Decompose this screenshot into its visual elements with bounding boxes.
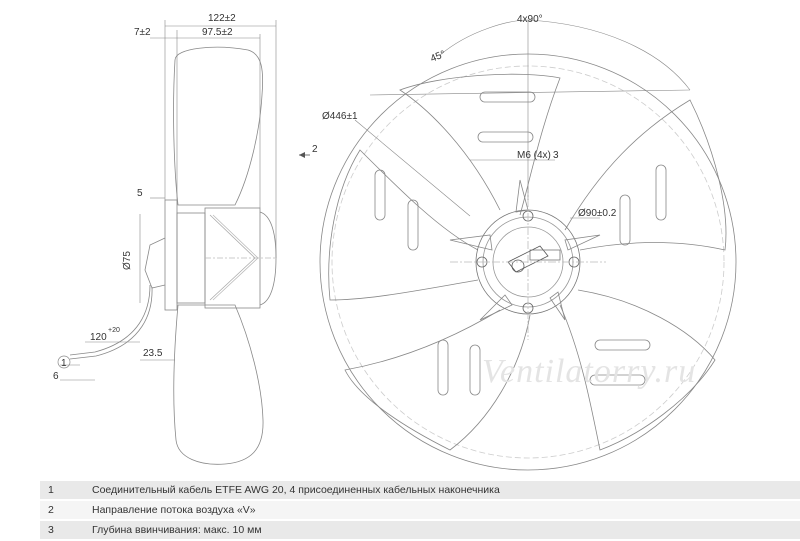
side-view — [60, 20, 277, 465]
dim-overall-depth: 122±2 — [208, 13, 236, 24]
ref-thread: 3 — [553, 150, 559, 161]
side-blade-lower — [173, 304, 264, 465]
dim-hub-diameter: Ø90±0.2 — [578, 208, 617, 219]
watermark: Ventilatorry.ru — [482, 353, 696, 390]
legend-text: Соединительный кабель ETFE AWG 20, 4 при… — [92, 484, 500, 496]
ref-airflow: 2 — [312, 144, 318, 155]
dim-motor-diameter: Ø75 — [122, 251, 133, 270]
dim-cable-offset: 23.5 — [143, 348, 163, 359]
side-cable-gland — [144, 237, 166, 289]
side-blade-upper — [173, 46, 264, 206]
dim-angle-mounting: 4x90° — [517, 14, 543, 25]
legend-row: 1 Соединительный кабель ETFE AWG 20, 4 п… — [40, 481, 800, 499]
dim-angle-45: 45° — [429, 49, 447, 65]
dim-outer-diameter: Ø446±1 — [322, 111, 358, 122]
legend-number: 3 — [48, 524, 54, 536]
dim-cable-strip: 6 — [53, 371, 59, 382]
side-cable — [69, 284, 151, 356]
dim-hub-depth: 97.5±2 — [202, 27, 233, 38]
ref-cable-1: 1 — [61, 358, 67, 369]
side-flange — [164, 199, 178, 311]
fan-technical-drawing: 122±2 97.5±2 7±2 5 Ø75 120 +20 23.5 1 6 … — [53, 13, 737, 471]
side-motor-cap — [259, 211, 277, 306]
legend-number: 1 — [48, 484, 54, 496]
legend-number: 2 — [48, 504, 54, 516]
front-view — [319, 19, 737, 471]
legend-text: Глубина ввинчивания: макс. 10 мм — [92, 524, 262, 536]
legend-row: 2 Направление потока воздуха «V» — [40, 501, 800, 519]
dim-cable-length-tol: +20 — [108, 327, 120, 334]
legend-row: 3 Глубина ввинчивания: макс. 10 мм — [40, 521, 800, 539]
legend-table: 1 Соединительный кабель ETFE AWG 20, 4 п… — [40, 481, 800, 541]
dim-thread-label: M6 (4x) — [517, 150, 551, 161]
dim-cable-length: 120 — [90, 332, 107, 343]
side-hub-ring — [176, 212, 206, 304]
dim-step: 5 — [137, 188, 143, 199]
legend-text: Направление потока воздуха «V» — [92, 504, 256, 516]
dim-flange-offset: 7±2 — [134, 27, 151, 38]
